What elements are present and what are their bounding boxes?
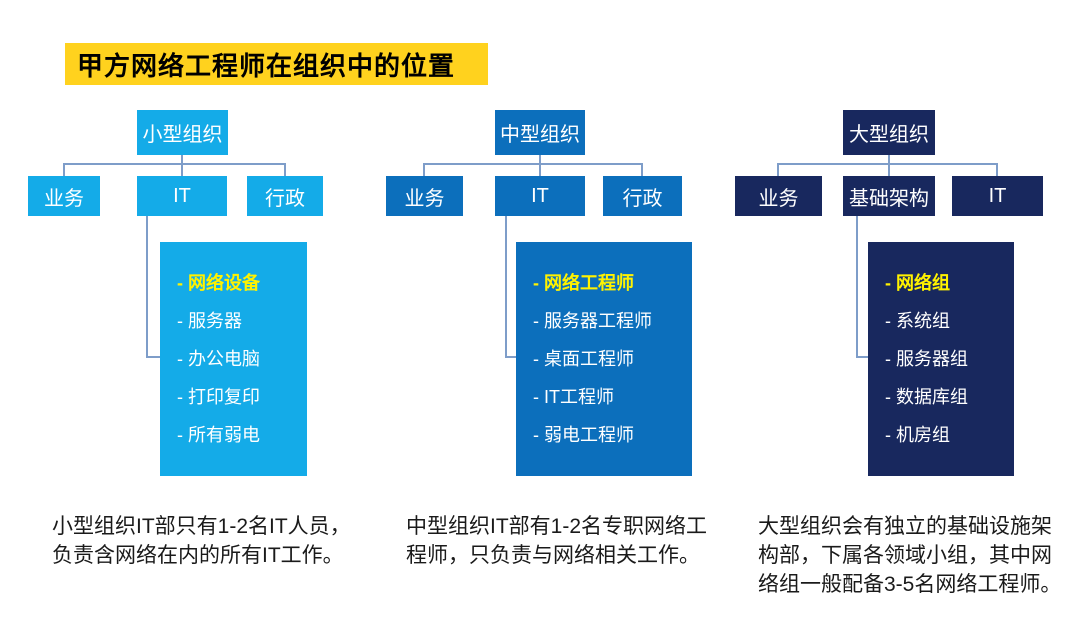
panel-item: - 桌面工程师 bbox=[533, 349, 634, 369]
connector-line bbox=[888, 155, 890, 164]
connector-line bbox=[539, 163, 541, 176]
panel-item: - 系统组 bbox=[885, 311, 950, 331]
connector-line bbox=[64, 163, 286, 165]
connector-line bbox=[63, 163, 65, 176]
panel-item: - 服务器 bbox=[177, 311, 242, 331]
panel-item-highlight: - 网络组 bbox=[885, 273, 950, 293]
page-title: 甲方网络工程师在组织中的位置 bbox=[65, 43, 488, 85]
panel-item: - IT工程师 bbox=[533, 387, 614, 407]
root-box-medium-org: 中型组织 bbox=[495, 110, 585, 155]
root-label: 小型组织 bbox=[142, 124, 223, 146]
caption-large-org: 大型组织会有独立的基础设施架 构部，下属各领域小组，其中网 络组一般配备3-5名… bbox=[758, 512, 1078, 599]
caption-line: 中型组织IT部有1-2名专职网络工 bbox=[406, 515, 708, 538]
dept-label: 基础架构 bbox=[849, 187, 929, 210]
dept-label: 业务 bbox=[44, 187, 84, 210]
caption-line: 程师，只负责与网络相关工作。 bbox=[406, 544, 700, 567]
panel-item-highlight: - 网络工程师 bbox=[533, 273, 634, 293]
connector-line bbox=[181, 155, 183, 164]
root-label: 大型组织 bbox=[849, 124, 929, 146]
panel-item: - 数据库组 bbox=[885, 387, 968, 407]
panel-item: - 服务器组 bbox=[885, 349, 968, 369]
panel-item: - 弱电工程师 bbox=[533, 425, 634, 445]
connector-line bbox=[539, 155, 541, 164]
connector-line bbox=[888, 163, 890, 176]
root-box-small-org: 小型组织 bbox=[137, 110, 228, 155]
connector-line bbox=[856, 216, 858, 358]
dept-label: 业务 bbox=[758, 187, 799, 210]
connector-line bbox=[996, 163, 998, 176]
panel-item: - 服务器工程师 bbox=[533, 311, 652, 331]
page-title-text: 甲方网络工程师在组织中的位置 bbox=[77, 50, 456, 81]
caption-line: 大型组织会有独立的基础设施架 bbox=[758, 515, 1052, 538]
dept-box-infrastructure: 基础架构 bbox=[843, 176, 935, 216]
dept-label: IT bbox=[988, 184, 1007, 207]
dept-label: 行政 bbox=[265, 187, 305, 210]
panel-item: - 机房组 bbox=[885, 425, 950, 445]
connector-line bbox=[424, 163, 643, 165]
connector-line bbox=[856, 356, 869, 358]
dept-box-admin: 行政 bbox=[603, 176, 682, 216]
caption-line: 构部，下属各领域小组，其中网 bbox=[758, 544, 1052, 567]
dept-label: 行政 bbox=[622, 187, 663, 210]
it-detail-panel-medium: - 网络工程师 - 服务器工程师 - 桌面工程师 - IT工程师 - 弱电工程师 bbox=[516, 242, 692, 476]
dept-box-business: 业务 bbox=[386, 176, 463, 216]
caption-medium-org: 中型组织IT部有1-2名专职网络工 程师，只负责与网络相关工作。 bbox=[406, 512, 736, 570]
connector-line bbox=[146, 356, 161, 358]
panel-item: - 所有弱电 bbox=[177, 425, 260, 445]
connector-line bbox=[423, 163, 425, 176]
panel-item-highlight: - 网络设备 bbox=[177, 273, 260, 293]
caption-line: 小型组织IT部只有1-2名IT人员， bbox=[52, 515, 351, 538]
it-detail-panel-small: - 网络设备 - 服务器 - 办公电脑 - 打印复印 - 所有弱电 bbox=[160, 242, 307, 476]
connector-line bbox=[641, 163, 643, 176]
dept-box-business: 业务 bbox=[735, 176, 822, 216]
caption-line: 络组一般配备3-5名网络工程师。 bbox=[758, 573, 1062, 596]
caption-line: 负责含网络在内的所有IT工作。 bbox=[52, 544, 344, 567]
dept-box-business: 业务 bbox=[28, 176, 100, 216]
dept-box-it: IT bbox=[952, 176, 1043, 216]
dept-label: IT bbox=[173, 184, 191, 207]
connector-line bbox=[777, 163, 779, 176]
connector-line bbox=[505, 216, 507, 358]
panel-item: - 办公电脑 bbox=[177, 349, 260, 369]
caption-small-org: 小型组织IT部只有1-2名IT人员， 负责含网络在内的所有IT工作。 bbox=[52, 512, 382, 570]
dept-box-it: IT bbox=[495, 176, 585, 216]
root-label: 中型组织 bbox=[500, 124, 580, 146]
connector-line bbox=[505, 356, 517, 358]
root-box-large-org: 大型组织 bbox=[843, 110, 935, 155]
panel-item: - 打印复印 bbox=[177, 387, 260, 407]
infra-detail-panel-large: - 网络组 - 系统组 - 服务器组 - 数据库组 - 机房组 bbox=[868, 242, 1014, 476]
dept-box-admin: 行政 bbox=[247, 176, 323, 216]
dept-label: IT bbox=[531, 184, 549, 207]
dept-label: 业务 bbox=[404, 187, 445, 210]
connector-line bbox=[181, 163, 183, 176]
connector-line bbox=[146, 216, 148, 358]
dept-box-it: IT bbox=[137, 176, 227, 216]
connector-line bbox=[284, 163, 286, 176]
